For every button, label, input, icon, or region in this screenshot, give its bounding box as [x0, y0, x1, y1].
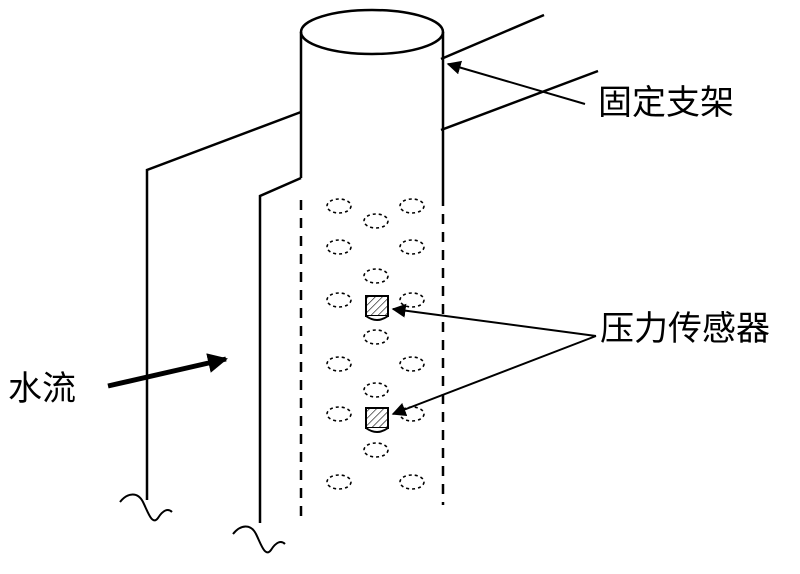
break-mark-left [119, 493, 173, 522]
break-mark-right [232, 525, 286, 554]
hole [363, 268, 389, 284]
hole [326, 198, 352, 214]
hole [326, 474, 352, 490]
bracket-upper-rod [440, 13, 545, 61]
hole [399, 356, 425, 372]
hole [363, 329, 389, 345]
bracket-back-beam [145, 110, 302, 500]
hole [399, 239, 425, 255]
hole [326, 356, 352, 372]
fixed-bracket [145, 13, 599, 523]
hole [326, 292, 352, 308]
hole [326, 239, 352, 255]
break-marks [119, 493, 286, 554]
leader-lines [391, 60, 597, 417]
sensor-holes [326, 198, 425, 490]
bracket-front-beam [258, 176, 302, 523]
hole [326, 406, 352, 422]
hole [363, 213, 389, 229]
water-flow-arrow [107, 353, 228, 389]
cylinder [299, 8, 445, 520]
hole [399, 292, 425, 308]
water-flow-label: 水流 [8, 369, 76, 409]
pressure-sensors [365, 295, 389, 433]
bracket-leader-arrow [446, 60, 586, 105]
fixed-bracket-label: 固定支架 [598, 83, 734, 123]
hole [399, 198, 425, 214]
sensor-leader-arrow-lower [391, 335, 597, 417]
bracket-hidden-segment-1 [301, 59, 441, 112]
hole [363, 382, 389, 398]
pressure-sensor-upper [365, 295, 389, 321]
hole [363, 442, 389, 458]
pressure-sensor-label: 压力传感器 [600, 309, 770, 349]
hole [399, 474, 425, 490]
pressure-sensor-lower [365, 407, 389, 433]
bracket-lower-rod [440, 69, 599, 132]
cylinder-top [299, 8, 445, 56]
sensor-leader-arrow-upper [391, 303, 597, 337]
